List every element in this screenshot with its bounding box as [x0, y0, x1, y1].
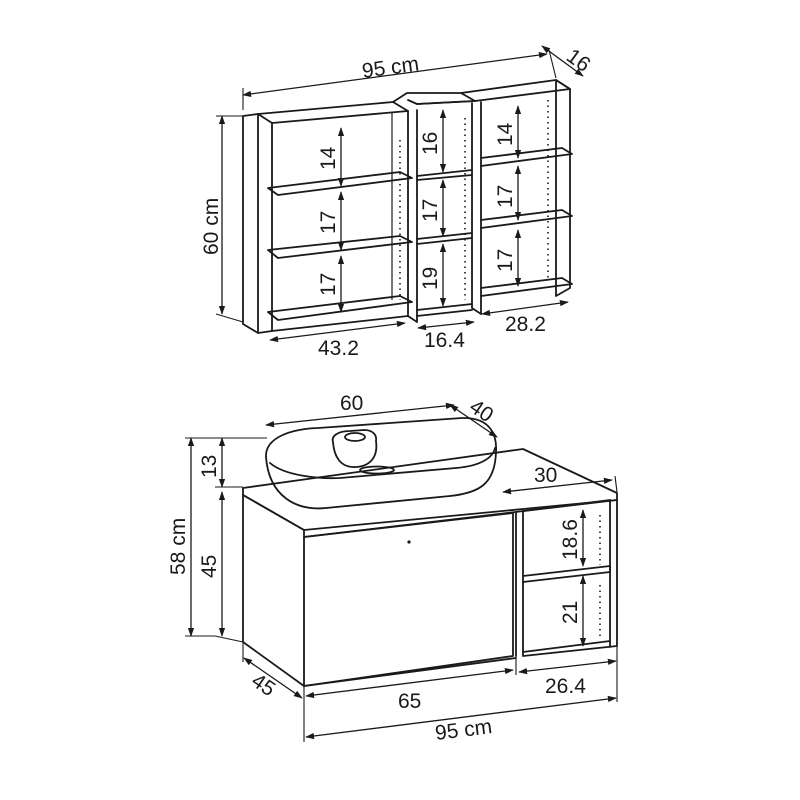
wall-cabinet: 95 cm 16 60 cm 43.2 16.4 28.2 14 17 17 1… [200, 44, 594, 360]
total-height-label: 58 cm [167, 518, 190, 575]
drawer-width-label: 65 [398, 690, 421, 713]
sink-depth-label: 40 [465, 395, 497, 427]
cabinet-height-label: 60 cm [200, 198, 223, 255]
lower-shelf-height-label: 21 [559, 601, 582, 624]
middle-shelf-1-height: 16 [419, 132, 442, 155]
left-shelf-1-height: 14 [317, 146, 340, 170]
vanity-body [242, 448, 618, 687]
vanity-unit: 60 40 13 45 58 cm 30 18.6 21 45 [167, 392, 618, 745]
sink-width-label: 60 [340, 392, 363, 415]
sink-height-label: 13 [198, 455, 221, 478]
left-shelf-3-height: 17 [317, 273, 340, 296]
left-section-width-label: 43.2 [318, 337, 359, 360]
upper-shelf-height-label: 18.6 [559, 519, 582, 560]
open-shelf-width-label: 26.4 [545, 675, 586, 698]
vanity-depth-label: 45 [247, 669, 279, 701]
left-shelf-2-height: 17 [317, 211, 340, 234]
right-section-width-label: 28.2 [505, 313, 546, 336]
sink-basin [265, 417, 497, 510]
shelf-depth-label: 30 [534, 464, 557, 487]
cabinet-depth-label: 16 [562, 44, 594, 76]
right-shelf-2-height: 17 [494, 185, 517, 208]
middle-section-width-label: 16.4 [424, 329, 465, 352]
right-shelf-1-height: 14 [494, 122, 517, 146]
middle-shelf-3-height: 19 [419, 267, 442, 290]
cabinet-frame [242, 79, 573, 334]
right-shelf-3-height: 17 [494, 249, 517, 272]
cabinet-width-label: 95 cm [361, 52, 421, 82]
body-height-label: 45 [198, 555, 221, 578]
middle-shelf-2-height: 17 [419, 199, 442, 222]
